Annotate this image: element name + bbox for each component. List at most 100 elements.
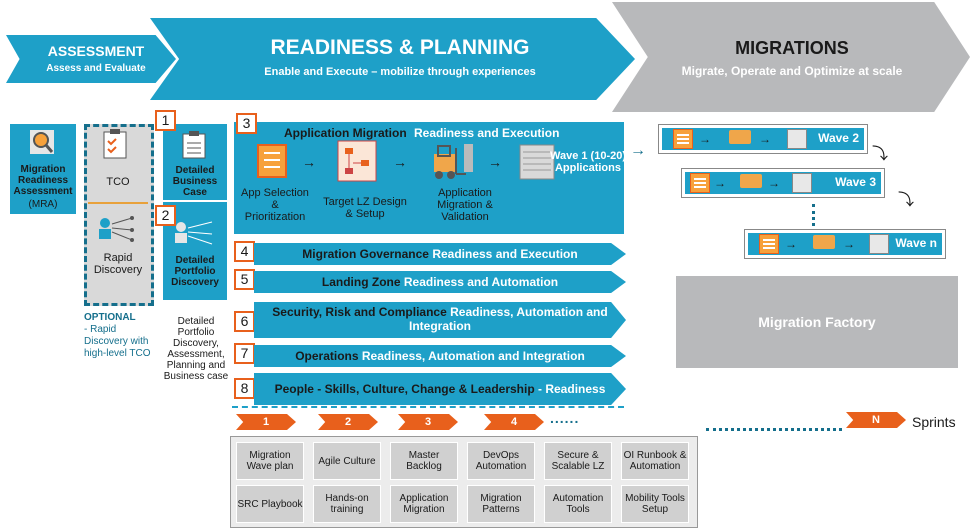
phase-readiness: READINESS & PLANNING Enable and Execute … <box>150 18 635 100</box>
step3-title-dark: Application Migration <box>284 126 407 140</box>
tile-secure-scalable-lz: Secure & Scalable LZ <box>544 442 612 480</box>
step-2-badge: 2 <box>155 205 176 226</box>
documents-icon <box>792 173 812 193</box>
step2-note: Detailed Portfolio Discovery, Assessment… <box>163 316 229 382</box>
mra-abbr: (MRA) <box>28 199 58 210</box>
forklift-icon <box>729 130 751 144</box>
step-8-badge: 8 <box>234 378 255 399</box>
curved-arrow-icon: ⤵ <box>872 146 889 163</box>
tile-oi-runbook: OI Runbook & Automation <box>621 442 689 480</box>
arrow-right-icon: → <box>785 237 797 251</box>
divider <box>88 202 148 204</box>
step-3-badge: 3 <box>236 113 257 134</box>
sprint-n: N <box>846 412 906 428</box>
step-5-badge: 5 <box>234 269 255 290</box>
phase-readiness-subtitle: Enable and Execute – mobilize through ex… <box>264 66 536 78</box>
step1-label: Detailed Business Case <box>172 165 218 198</box>
arrow-right-icon: → <box>302 154 316 170</box>
step3-item-3: Application Migration & Validation <box>437 187 493 223</box>
arrow-right-icon: → <box>759 132 771 146</box>
step-1-badge: 1 <box>155 110 176 131</box>
sprint-4: 4 <box>484 414 544 430</box>
dotted-connector <box>812 204 817 226</box>
tile-automation-tools: Automation Tools <box>544 485 612 523</box>
mra-box: Migration Readiness Assessment (MRA) <box>10 124 76 214</box>
rapid-discovery-label: Rapid Discovery <box>93 252 143 276</box>
optional-note-body: - Rapid Discovery with high-level TCO <box>84 324 151 359</box>
bar-landing-zone: Landing Zone Readiness and Automation <box>254 271 626 293</box>
checklist-icon <box>759 234 779 254</box>
wave-3-label: Wave 3 <box>835 175 876 189</box>
arrow-right-icon: → <box>630 142 646 159</box>
step3-box <box>234 122 624 234</box>
sprint-dotted-line <box>706 428 842 431</box>
wave-n-label: Wave n <box>895 236 937 250</box>
design-diagram-icon <box>337 140 377 182</box>
tile-master-backlog: Master Backlog <box>390 442 458 480</box>
phase-migrations-title: MIGRATIONS <box>735 38 849 58</box>
business-case-icon <box>180 131 208 159</box>
step3-title-white: Readiness and Execution <box>414 126 560 140</box>
tiles-panel <box>230 436 698 528</box>
checklist-icon <box>673 129 693 149</box>
bar-6-white: Readiness, Automation and Integration <box>409 305 608 333</box>
tile-migration-wave-plan: Migration Wave plan <box>236 442 304 480</box>
clipboard-icon <box>101 129 129 159</box>
phase-assessment-title: ASSESSMENT <box>47 43 145 59</box>
phase-migrations: MIGRATIONS Migrate, Operate and Optimize… <box>612 2 970 112</box>
tile-devops-automation: DevOps Automation <box>467 442 535 480</box>
sprint-ellipsis: ...... <box>550 410 580 426</box>
arrow-right-icon: → <box>393 154 407 170</box>
migration-factory-label: Migration Factory <box>758 314 876 330</box>
wave-2-label: Wave 2 <box>818 131 859 145</box>
bar-migration-governance: Migration Governance Readiness and Execu… <box>254 243 626 265</box>
people-network-icon <box>96 214 136 242</box>
step3-title: Application Migration Readiness and Exec… <box>284 126 559 140</box>
arrow-right-icon: → <box>699 132 711 146</box>
bar-7-white: Readiness, Automation and Integration <box>361 349 585 363</box>
forklift-icon <box>740 174 762 188</box>
tile-application-migration: Application Migration <box>390 485 458 523</box>
wave-2-box: → → Wave 2 <box>658 124 868 154</box>
documents-icon <box>787 129 807 149</box>
bar-7-dark: Operations <box>295 349 359 363</box>
step-4-badge: 4 <box>234 241 255 262</box>
tile-mobility-tools-setup: Mobility Tools Setup <box>621 485 689 523</box>
sprint-2: 2 <box>318 414 378 430</box>
mra-label: Migration Readiness Assessment <box>13 164 73 197</box>
bar-4-white: Readiness and Execution <box>432 247 578 261</box>
migration-factory-box: Migration Factory <box>676 276 958 368</box>
bar-6-dark: Security, Risk and Compliance <box>272 305 447 319</box>
bar-operations: Operations Readiness, Automation and Int… <box>254 345 626 367</box>
optional-note: OPTIONAL - Rapid Discovery with high-lev… <box>84 312 154 360</box>
bar-security: Security, Risk and Compliance Readiness,… <box>254 302 626 338</box>
portfolio-network-icon <box>172 218 216 246</box>
step-divider <box>163 200 227 202</box>
bar-5-dark: Landing Zone <box>321 275 401 289</box>
tile-hands-on-training: Hands-on training <box>313 485 381 523</box>
step2-label: Detailed Portfolio Discovery <box>171 255 219 288</box>
bar-8-white: - Readiness <box>538 382 606 396</box>
sprint-1: 1 <box>236 414 296 430</box>
step-7-badge: 7 <box>234 343 255 364</box>
step-6-badge: 6 <box>234 311 255 332</box>
bar-4-dark: Migration Governance <box>302 247 429 261</box>
arrow-right-icon: → <box>488 154 502 170</box>
wave-3-box: → → Wave 3 <box>681 168 885 198</box>
checklist-icon <box>690 173 710 193</box>
step3-item-1: App Selection & Prioritization <box>241 187 309 223</box>
checklist-icon <box>256 143 288 179</box>
arrow-right-icon: → <box>714 176 726 190</box>
curved-arrow-icon: ⤵ <box>898 192 915 209</box>
bar-8-dark: People - Skills, Culture, Change & Leade… <box>274 382 535 396</box>
tile-src-playbook: SRC Playbook <box>236 485 304 523</box>
step3-item-2: Target LZ Design & Setup <box>323 196 407 220</box>
sprint-guide <box>232 406 624 414</box>
bar-5-white: Readiness and Automation <box>403 275 559 289</box>
phase-migrations-subtitle: Migrate, Operate and Optimize at scale <box>681 64 903 78</box>
arrow-right-icon: → <box>768 176 780 190</box>
phase-assessment: ASSESSMENT Assess and Evaluate <box>6 35 176 83</box>
forklift-icon <box>430 140 474 182</box>
documents-stack-icon <box>519 144 555 180</box>
wave1-label: Wave 1 (10-20) Applications <box>549 150 627 174</box>
